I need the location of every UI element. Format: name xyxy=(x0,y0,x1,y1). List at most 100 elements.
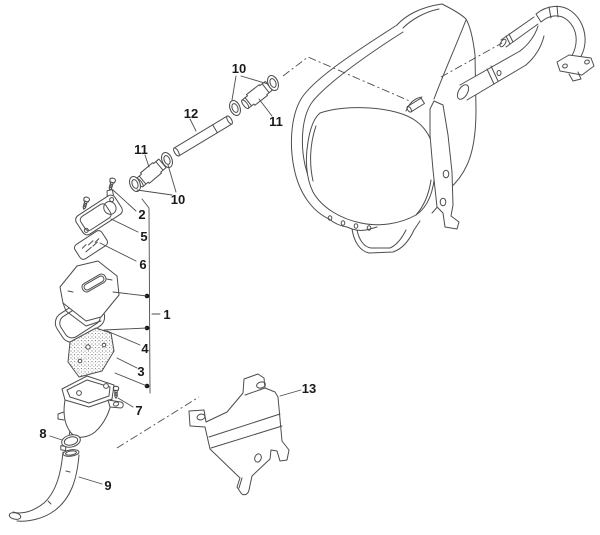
rim-hole-3 xyxy=(353,223,359,229)
seal-ring-10-d xyxy=(267,75,279,91)
bracket-bend-lines xyxy=(208,387,283,449)
ring-inner xyxy=(231,103,239,113)
flange-plate xyxy=(556,54,595,76)
callout-9: 9 xyxy=(104,478,111,493)
leader-9 xyxy=(78,476,103,485)
ring-inner xyxy=(131,179,139,189)
box-boss-1 xyxy=(76,390,82,396)
group-bracket-line-1 xyxy=(141,198,161,394)
box-flange xyxy=(107,399,124,409)
filter-element-3 xyxy=(67,327,115,378)
callout-7: 7 xyxy=(135,403,142,418)
seal-ring-10-a xyxy=(129,176,141,192)
hose-end-cap xyxy=(8,512,22,520)
filter-hole-2 xyxy=(101,342,107,348)
cover-ticks xyxy=(67,278,113,293)
leader-3 xyxy=(116,357,138,369)
pipe-right-cap xyxy=(226,115,233,125)
box-lower xyxy=(57,375,124,444)
box-flange-hole xyxy=(112,401,120,407)
flange-hole-2 xyxy=(584,59,590,65)
clamp-8 xyxy=(60,434,81,452)
leader-10-top xyxy=(231,75,269,101)
bracket-hole-center xyxy=(254,453,262,463)
pipe-left-cap xyxy=(173,147,180,157)
callout-12: 12 xyxy=(184,106,198,121)
coupler-cap xyxy=(241,99,250,110)
box-boss-2 xyxy=(103,383,109,389)
hose-ticks xyxy=(47,470,71,505)
pipe-band xyxy=(486,65,499,85)
shroud-outer-arc xyxy=(290,24,398,220)
axis-to-stub-pipe xyxy=(440,42,503,78)
coupler-11-upper xyxy=(241,80,273,110)
filter-hole-1 xyxy=(85,344,91,350)
callout-1: 1 xyxy=(163,307,170,322)
pipe-junction-curves xyxy=(519,25,545,66)
plate-outline xyxy=(73,230,109,260)
muffler-pipe xyxy=(456,25,545,101)
callout-11-lower: 11 xyxy=(134,142,148,157)
slot-outer xyxy=(81,273,107,293)
stub-collar xyxy=(505,33,514,45)
scallop-bottom-edge xyxy=(328,218,378,231)
leader-8 xyxy=(49,435,63,441)
leader-6 xyxy=(99,242,137,262)
cover-top xyxy=(59,260,120,327)
callout-8: 8 xyxy=(39,426,46,441)
cover-depth-line xyxy=(62,302,102,327)
valve-tab xyxy=(106,189,114,198)
callout-4: 4 xyxy=(141,341,149,356)
callout-11-upper: 11 xyxy=(269,114,283,129)
leader-5 xyxy=(110,218,139,233)
pipe-nub xyxy=(496,70,502,76)
rim-hole-1 xyxy=(327,215,333,221)
bracket-hole-top xyxy=(256,381,266,389)
fan-cover-face xyxy=(305,107,436,226)
hose-inner-edge xyxy=(16,454,80,522)
elbow-ridges xyxy=(548,5,559,19)
callout-5: 5 xyxy=(140,229,147,244)
mounting-strip xyxy=(429,100,460,230)
pipe-end-cap xyxy=(456,84,470,100)
callout-2: 2 xyxy=(138,207,145,222)
label-plate-6 xyxy=(73,230,109,260)
callout-10-lower: 10 xyxy=(171,192,185,207)
valve-inner xyxy=(79,203,112,232)
stub-end-cap xyxy=(499,38,507,48)
lip-outer xyxy=(351,220,421,254)
valve-port xyxy=(103,201,117,215)
panel-top-edge xyxy=(396,3,443,26)
clamp-screw-block xyxy=(60,445,67,452)
panel-crease xyxy=(433,19,467,100)
leader-bullet-box xyxy=(114,372,148,387)
air-stub-pipe xyxy=(499,16,539,48)
coupler-bands xyxy=(138,161,164,185)
stub-fill xyxy=(501,17,538,47)
valve-hole-2 xyxy=(109,197,115,203)
callout-13: 13 xyxy=(302,381,316,396)
box-rim-inner xyxy=(66,379,111,404)
bracket-hole-left xyxy=(196,413,206,421)
pipe-seam xyxy=(212,124,218,134)
cover-slot xyxy=(81,273,107,293)
rim-hole-4 xyxy=(366,225,372,231)
valve-hole-1 xyxy=(83,227,89,233)
valve-outer xyxy=(75,194,123,236)
clamp-inner xyxy=(63,436,79,446)
seal-ring-10-c xyxy=(229,100,241,116)
axis-box-to-bracket xyxy=(116,396,200,449)
filter-body xyxy=(67,327,115,378)
pipe-edges xyxy=(459,50,527,101)
bracket-13 xyxy=(188,373,290,496)
ring-inner xyxy=(269,78,277,88)
seal-ring-10-b xyxy=(161,152,173,168)
callout-10-top: 10 xyxy=(232,61,246,76)
hose-9 xyxy=(8,449,80,522)
leader-bullet-gasket xyxy=(103,327,148,331)
filter-hole-3 xyxy=(77,358,83,364)
strip-hole-1 xyxy=(442,169,450,179)
leader-4 xyxy=(106,330,141,346)
leader-11-lower xyxy=(144,154,150,168)
